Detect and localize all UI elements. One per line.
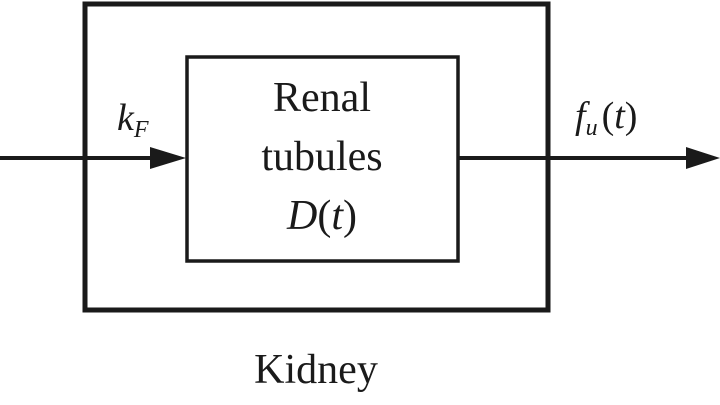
renal-function-paren-open: ( [317, 193, 331, 239]
output-flow-subscript: u [586, 115, 598, 141]
kidney-caption: Kidney [254, 347, 378, 393]
input-rate-symbol: k [117, 97, 135, 139]
renal-label-line2: tubules [261, 134, 382, 180]
input-rate-label: kF [117, 97, 149, 143]
renal-function-arg: t [331, 193, 344, 239]
output-arrow-head [686, 147, 720, 169]
input-arrow-head [150, 147, 186, 169]
renal-function-symbol: D [286, 193, 317, 239]
output-flow-label: fu(t) [575, 95, 637, 141]
renal-label-line1: Renal [273, 75, 371, 121]
output-paren-close: ) [625, 95, 638, 137]
renal-function-paren-close: ) [343, 193, 357, 239]
input-rate-subscript: F [133, 117, 149, 143]
renal-function-label: D(t) [286, 193, 357, 239]
output-flow-arg: t [614, 95, 626, 137]
output-paren-open: ( [602, 95, 615, 137]
